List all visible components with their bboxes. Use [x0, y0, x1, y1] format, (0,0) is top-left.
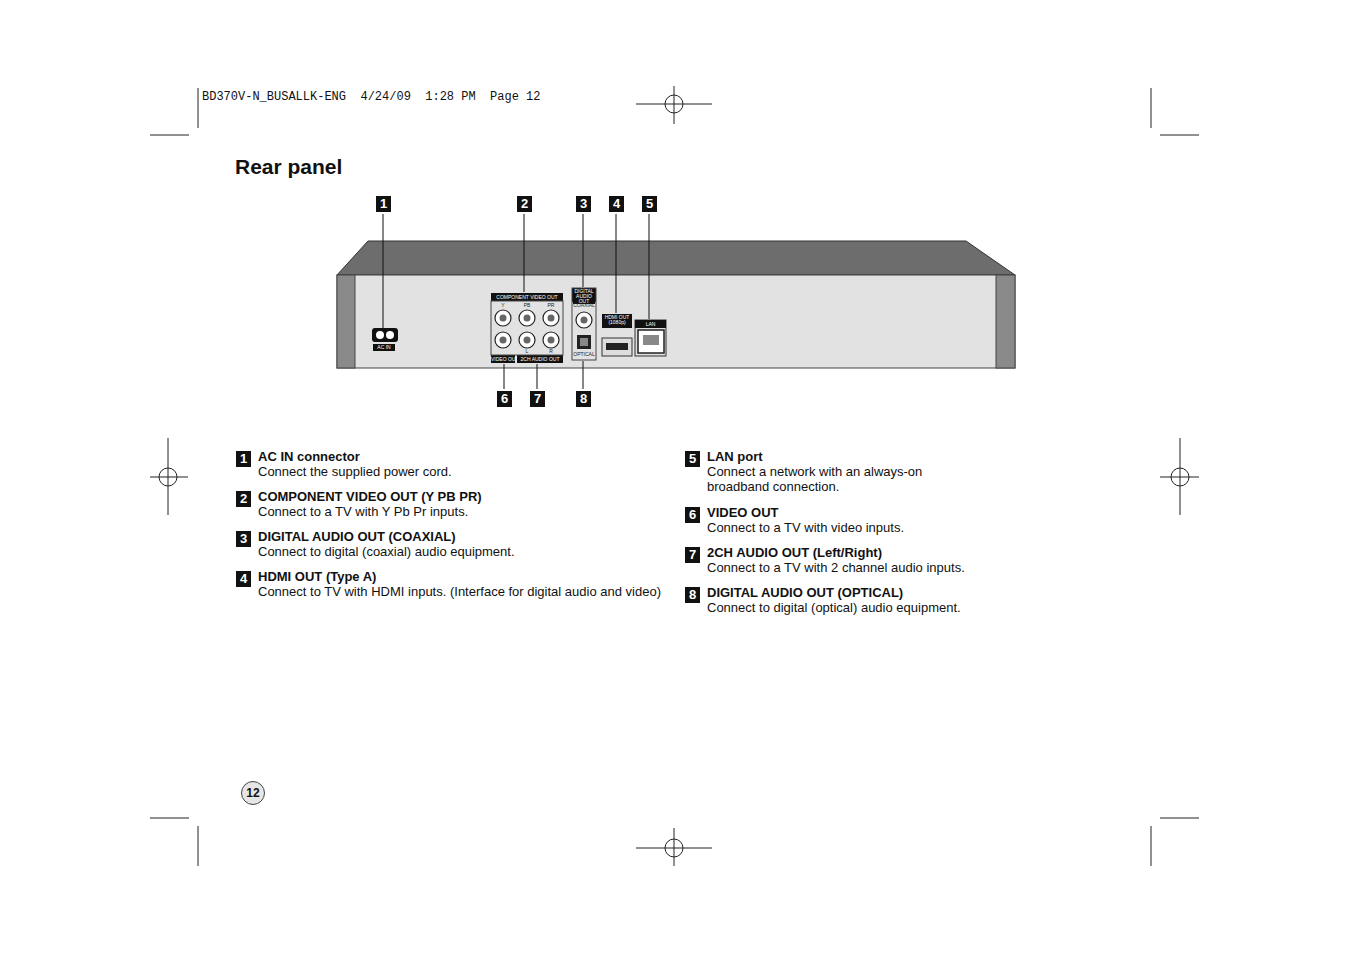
callout-number: 6 [685, 507, 700, 523]
print-header: BD370V-N_BUSALLK-ENG 4/24/09 1:28 PM Pag… [202, 91, 540, 105]
item-heading: HDMI OUT (Type A) [258, 570, 376, 585]
port-label: AC IN [373, 345, 395, 350]
item-description: Connect to digital (optical) audio equip… [707, 601, 961, 616]
crop-marks [150, 86, 1199, 866]
port-label: COAXIAL [572, 303, 596, 308]
callout-number: 5 [642, 196, 657, 212]
item-heading: 2CH AUDIO OUT (Left/Right) [707, 546, 882, 561]
page-title: Rear panel [235, 155, 342, 179]
item-heading: AC IN connector [258, 450, 360, 465]
item-description: Connect to TV with HDMI inputs. (Interfa… [258, 585, 661, 600]
item-heading: LAN port [707, 450, 763, 465]
callout-number: 1 [376, 196, 391, 212]
item-description: Connect the supplied power cord. [258, 465, 452, 480]
callout-number: 7 [530, 391, 545, 407]
port-label: COMPONENT VIDEO OUT [491, 295, 563, 300]
player-body [337, 241, 1015, 368]
port-label: L [522, 349, 532, 354]
item-heading: DIGITAL AUDIO OUT (COAXIAL) [258, 530, 456, 545]
port-label: PB [522, 303, 532, 308]
port-label: HDMI OUT (1080p) [603, 315, 631, 325]
callout-number: 3 [576, 196, 591, 212]
item-description: Connect to digital (coaxial) audio equip… [258, 545, 515, 560]
port-label: VIDEO OUT [491, 357, 515, 362]
item-heading: VIDEO OUT [707, 506, 779, 521]
callout-number: 8 [576, 391, 591, 407]
callout-number: 6 [497, 391, 512, 407]
callout-number: 4 [236, 571, 251, 587]
callout-number: 3 [236, 531, 251, 547]
port-label: PR [546, 303, 556, 308]
port-label: DIGITAL AUDIO OUT [573, 289, 595, 304]
callout-number: 1 [236, 451, 251, 467]
item-description: Connect a network with an always-on broa… [707, 465, 937, 495]
item-heading: COMPONENT VIDEO OUT (Y PB PR) [258, 490, 482, 505]
item-description: Connect to a TV with Y Pb Pr inputs. [258, 505, 468, 520]
page-number-circle: 12 [241, 781, 265, 805]
item-description: Connect to a TV with 2 channel audio inp… [707, 561, 965, 576]
port-label: OPTICAL [572, 352, 596, 357]
callout-number: 8 [685, 587, 700, 603]
port-label: 2CH AUDIO OUT [517, 357, 563, 362]
callout-number: 4 [609, 196, 624, 212]
callout-number: 2 [236, 491, 251, 507]
callout-number: 7 [685, 547, 700, 563]
callout-number: 5 [685, 451, 700, 467]
callout-number: 2 [517, 196, 532, 212]
item-description: Connect to a TV with video inputs. [707, 521, 904, 536]
port-label: R [546, 349, 556, 354]
port-label: Y [498, 303, 508, 308]
leader-lines [383, 214, 649, 389]
item-heading: DIGITAL AUDIO OUT (OPTICAL) [707, 586, 903, 601]
page-number: 12 [246, 786, 259, 800]
port-label: LAN [636, 322, 665, 327]
